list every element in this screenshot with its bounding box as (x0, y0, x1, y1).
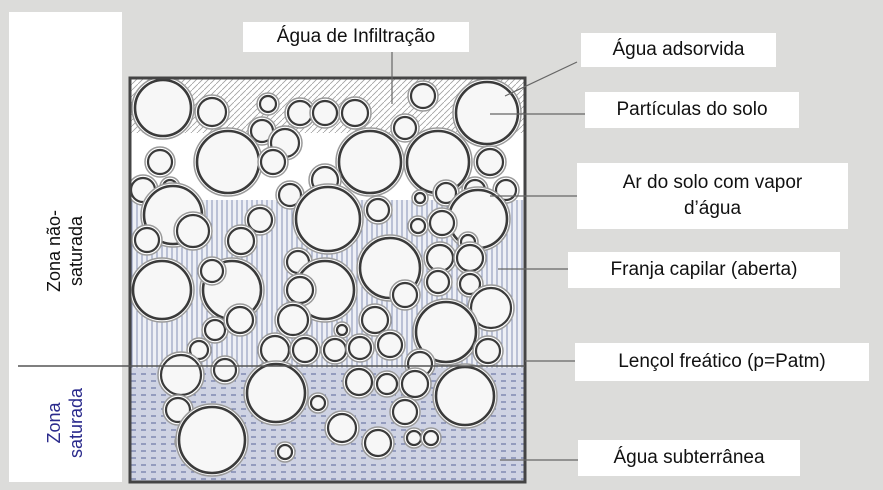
soil-particle (335, 323, 349, 337)
label-water-table: Lençol freático (p=Patm) (575, 343, 869, 381)
soil-particle (195, 129, 261, 195)
soil-particle (226, 226, 256, 256)
soil-particle (425, 243, 455, 273)
soil-particles (130, 78, 522, 477)
zone-unsaturated-line2: saturada (66, 215, 86, 287)
label-adsorbed-water: Água adsorvida (581, 33, 776, 67)
soil-particle (344, 367, 374, 397)
soil-particle (309, 394, 327, 412)
soil-particle (199, 258, 225, 284)
soil-particle (175, 213, 211, 249)
soil-particle (285, 275, 315, 305)
label-soil-air: Ar do solo com vapor d’água (577, 163, 848, 229)
zone-saturated-line2: saturada (66, 387, 86, 459)
soil-particle (276, 303, 310, 337)
soil-particle (455, 243, 485, 273)
soil-particle (474, 337, 502, 365)
soil-particle (337, 129, 403, 195)
soil-particle (376, 331, 404, 359)
soil-particle (291, 336, 319, 364)
soil-particle (414, 300, 478, 364)
soil-box (128, 76, 527, 484)
soil-particle (322, 337, 348, 363)
soil-particle (133, 78, 193, 138)
zone-unsaturated-line1: Zona não- (44, 209, 64, 293)
label-groundwater: Água subterrânea (578, 440, 800, 476)
soil-particle (409, 82, 437, 110)
soil-particle (365, 197, 391, 223)
soil-particle (475, 147, 505, 177)
label-infiltration-water: Água de Infiltração (243, 22, 469, 52)
zone-saturated-line1: Zona (44, 402, 64, 444)
soil-particle (375, 372, 399, 396)
soil-particle (454, 80, 520, 146)
soil-particle (391, 281, 419, 309)
soil-particle (405, 429, 423, 447)
soil-particle (133, 226, 161, 254)
soil-particle (413, 191, 427, 205)
soil-particle (434, 181, 458, 205)
soil-particle (212, 357, 238, 383)
soil-particle (277, 182, 303, 208)
soil-particle (177, 405, 247, 475)
label-soil-air-line2: d’água (683, 198, 742, 219)
label-soil-particles: Partículas do solo (585, 92, 799, 128)
soil-particle (428, 209, 456, 237)
soil-particle (146, 148, 174, 176)
soil-particle (196, 96, 228, 128)
label-capillary-fringe: Franja capilar (aberta) (568, 252, 840, 288)
soil-particle (360, 305, 390, 335)
soil-particle (259, 334, 291, 366)
zone-saturated-label: Zona saturada (43, 378, 89, 468)
soil-particle (326, 412, 358, 444)
soil-particle (494, 178, 518, 202)
soil-particle (258, 94, 278, 114)
soil-particle (164, 396, 192, 424)
soil-particle (434, 365, 496, 427)
soil-particle (246, 206, 274, 234)
soil-particle (347, 335, 373, 361)
zone-fills (130, 78, 525, 482)
soil-particle (363, 428, 393, 458)
soil-particle (400, 369, 430, 399)
soil-particle (340, 98, 370, 128)
soil-particle (188, 339, 210, 361)
soil-particle (294, 185, 362, 253)
soil-particle (458, 272, 482, 296)
soil-particle (225, 305, 255, 335)
label-soil-air-line1: Ar do solo com vapor (622, 172, 803, 193)
soil-particle (276, 443, 294, 461)
soil-particle (311, 99, 339, 127)
soil-particle (392, 115, 418, 141)
zone-unsaturated-label: Zona não- saturada (43, 176, 89, 326)
soil-particle (245, 362, 307, 424)
soil-particle (159, 353, 203, 397)
soil-particle (259, 148, 287, 176)
soil-particle (422, 429, 440, 447)
soil-particle (203, 318, 227, 342)
soil-particle (469, 286, 513, 330)
zone-panel (9, 12, 122, 482)
soil-particle (286, 99, 314, 127)
soil-particle (409, 217, 427, 235)
soil-particle (391, 398, 419, 426)
soil-particle (425, 269, 451, 295)
soil-particle (131, 259, 193, 321)
leader-lines (391, 50, 585, 461)
